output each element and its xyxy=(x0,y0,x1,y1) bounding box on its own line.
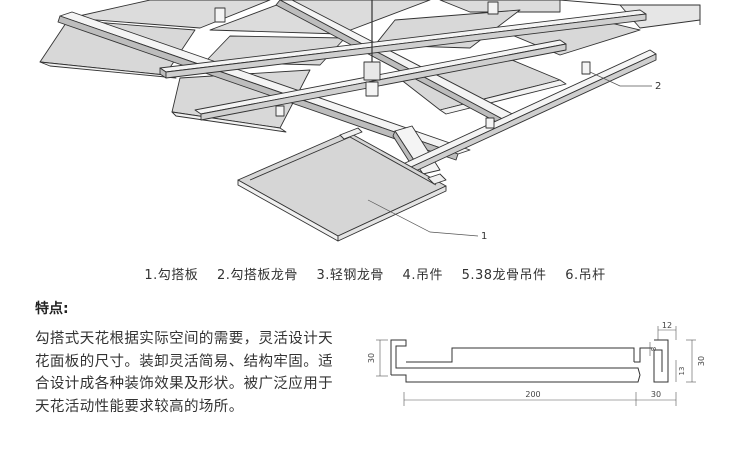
light-steel-keel xyxy=(159,9,647,79)
dim-inner-small: 8 xyxy=(650,347,658,351)
light-steel-keel xyxy=(194,39,567,121)
profile-inner-step xyxy=(406,347,635,363)
legend-item: 4.吊件 xyxy=(402,268,443,283)
callout-leaders xyxy=(367,71,652,237)
hanger xyxy=(365,81,379,97)
dim-bottom-right: 30 xyxy=(651,390,661,399)
ceiling-panel xyxy=(39,61,177,79)
dimension-lines xyxy=(376,326,696,406)
description-line: 花面板的尺寸。装卸灵活简易、结构牢固。适 xyxy=(35,353,333,370)
dim-total-width: 200 xyxy=(525,390,540,399)
description-line: 天花活动性能要求较高的场所。 xyxy=(35,398,244,415)
profile-hook-lip xyxy=(634,347,652,363)
legend-item: 6.吊杆 xyxy=(565,268,606,283)
dim-right-height: 30 xyxy=(697,356,706,366)
legend-item: 5.38龙骨吊件 xyxy=(461,268,547,283)
legend-item: 2.勾搭板龙骨 xyxy=(216,268,298,283)
hanger xyxy=(485,117,495,129)
ceiling-grid-illustration xyxy=(39,0,701,181)
ceiling-panel xyxy=(439,0,561,13)
ceiling-panel xyxy=(69,0,271,29)
hanger xyxy=(487,1,499,15)
hanger xyxy=(275,105,285,117)
dim-top-right: 12 xyxy=(662,321,672,330)
hanger-38-keel xyxy=(363,61,381,81)
component-legend: 1.勾搭板 2.勾搭板龙骨 3.轻钢龙骨 4.吊件 5.38龙骨吊件 6.吊杆 xyxy=(0,264,750,283)
gusset-panel xyxy=(237,127,447,242)
ceiling-panel xyxy=(171,111,287,133)
description-line: 合设计成各种装饰效果及形状。被广泛应用于 xyxy=(35,376,333,392)
legend-item: 3.轻钢龙骨 xyxy=(316,268,384,283)
description-line: 勾搭式天花根据实际空间的需要，灵活设计天 xyxy=(35,331,333,347)
legend-item: 1.勾搭板 xyxy=(144,268,199,283)
callout-2: 2 xyxy=(655,81,661,92)
callout-1: 1 xyxy=(481,231,487,242)
hanger xyxy=(581,61,591,75)
features-description: 勾搭式天花根据实际空间的需要，灵活设计天 花面板的尺寸。装卸灵活简易、结构牢固。… xyxy=(35,328,365,418)
hanger xyxy=(214,7,226,23)
dim-inner-right: 13 xyxy=(678,367,686,376)
profile-outline xyxy=(390,339,641,383)
dim-left-height: 30 xyxy=(367,353,376,363)
features-title: 特点: xyxy=(35,301,69,317)
profile-section-drawing xyxy=(390,339,669,383)
profile-hook xyxy=(653,339,669,383)
